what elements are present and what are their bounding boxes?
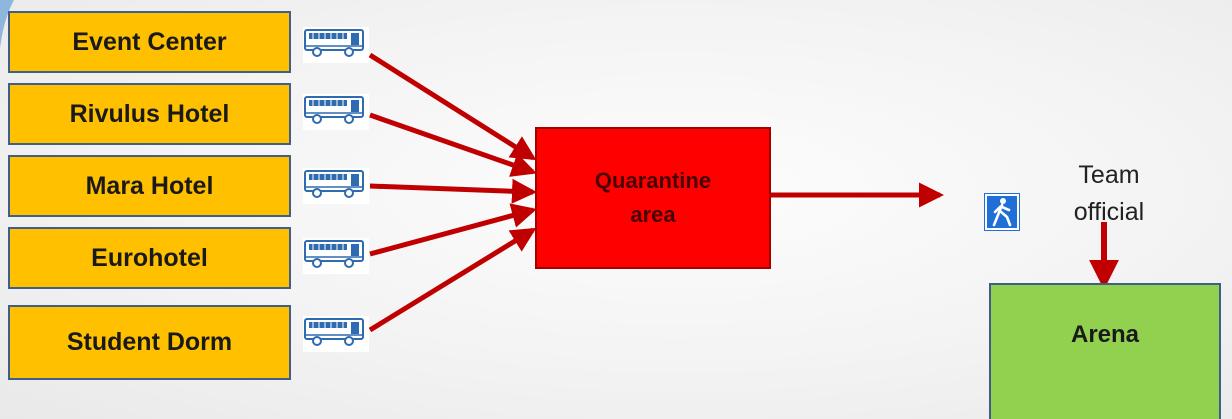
arrow-rivulus-hotel (369, 112, 537, 177)
team-official-label: Team official (1073, 161, 1145, 226)
quarantine-label: Quarantine area (594, 168, 712, 227)
arrow-eurohotel (369, 203, 537, 257)
bus-icon (303, 238, 369, 274)
arrow-mara-hotel (369, 178, 537, 204)
source-label: Mara Hotel (85, 171, 214, 200)
bus-icon (303, 27, 369, 63)
source-box-eurohotel: Eurohotel (8, 227, 291, 289)
source-label: Student Dorm (66, 328, 233, 356)
arena-label: Arena (1070, 321, 1140, 348)
source-box-student-dorm: Student Dorm (8, 305, 291, 380)
source-label: Eurohotel (91, 243, 208, 272)
pedestrian-icon (984, 193, 1020, 231)
source-box-mara-hotel: Mara Hotel (8, 155, 291, 217)
source-label: Rivulus Hotel (69, 99, 230, 128)
arrow-student-dorm (368, 227, 537, 333)
source-box-rivulus-hotel: Rivulus Hotel (8, 83, 291, 145)
source-label: Event Center (72, 27, 227, 56)
bus-icon (303, 316, 369, 352)
source-box-event-center: Event Center (8, 11, 291, 73)
bus-icon (303, 94, 369, 130)
bus-icon (303, 168, 369, 204)
quarantine-area-box: Quarantine area (535, 127, 771, 269)
arrow-event-center (368, 52, 537, 161)
corner-accent (0, 0, 14, 48)
arena-box: Arena (989, 283, 1221, 419)
